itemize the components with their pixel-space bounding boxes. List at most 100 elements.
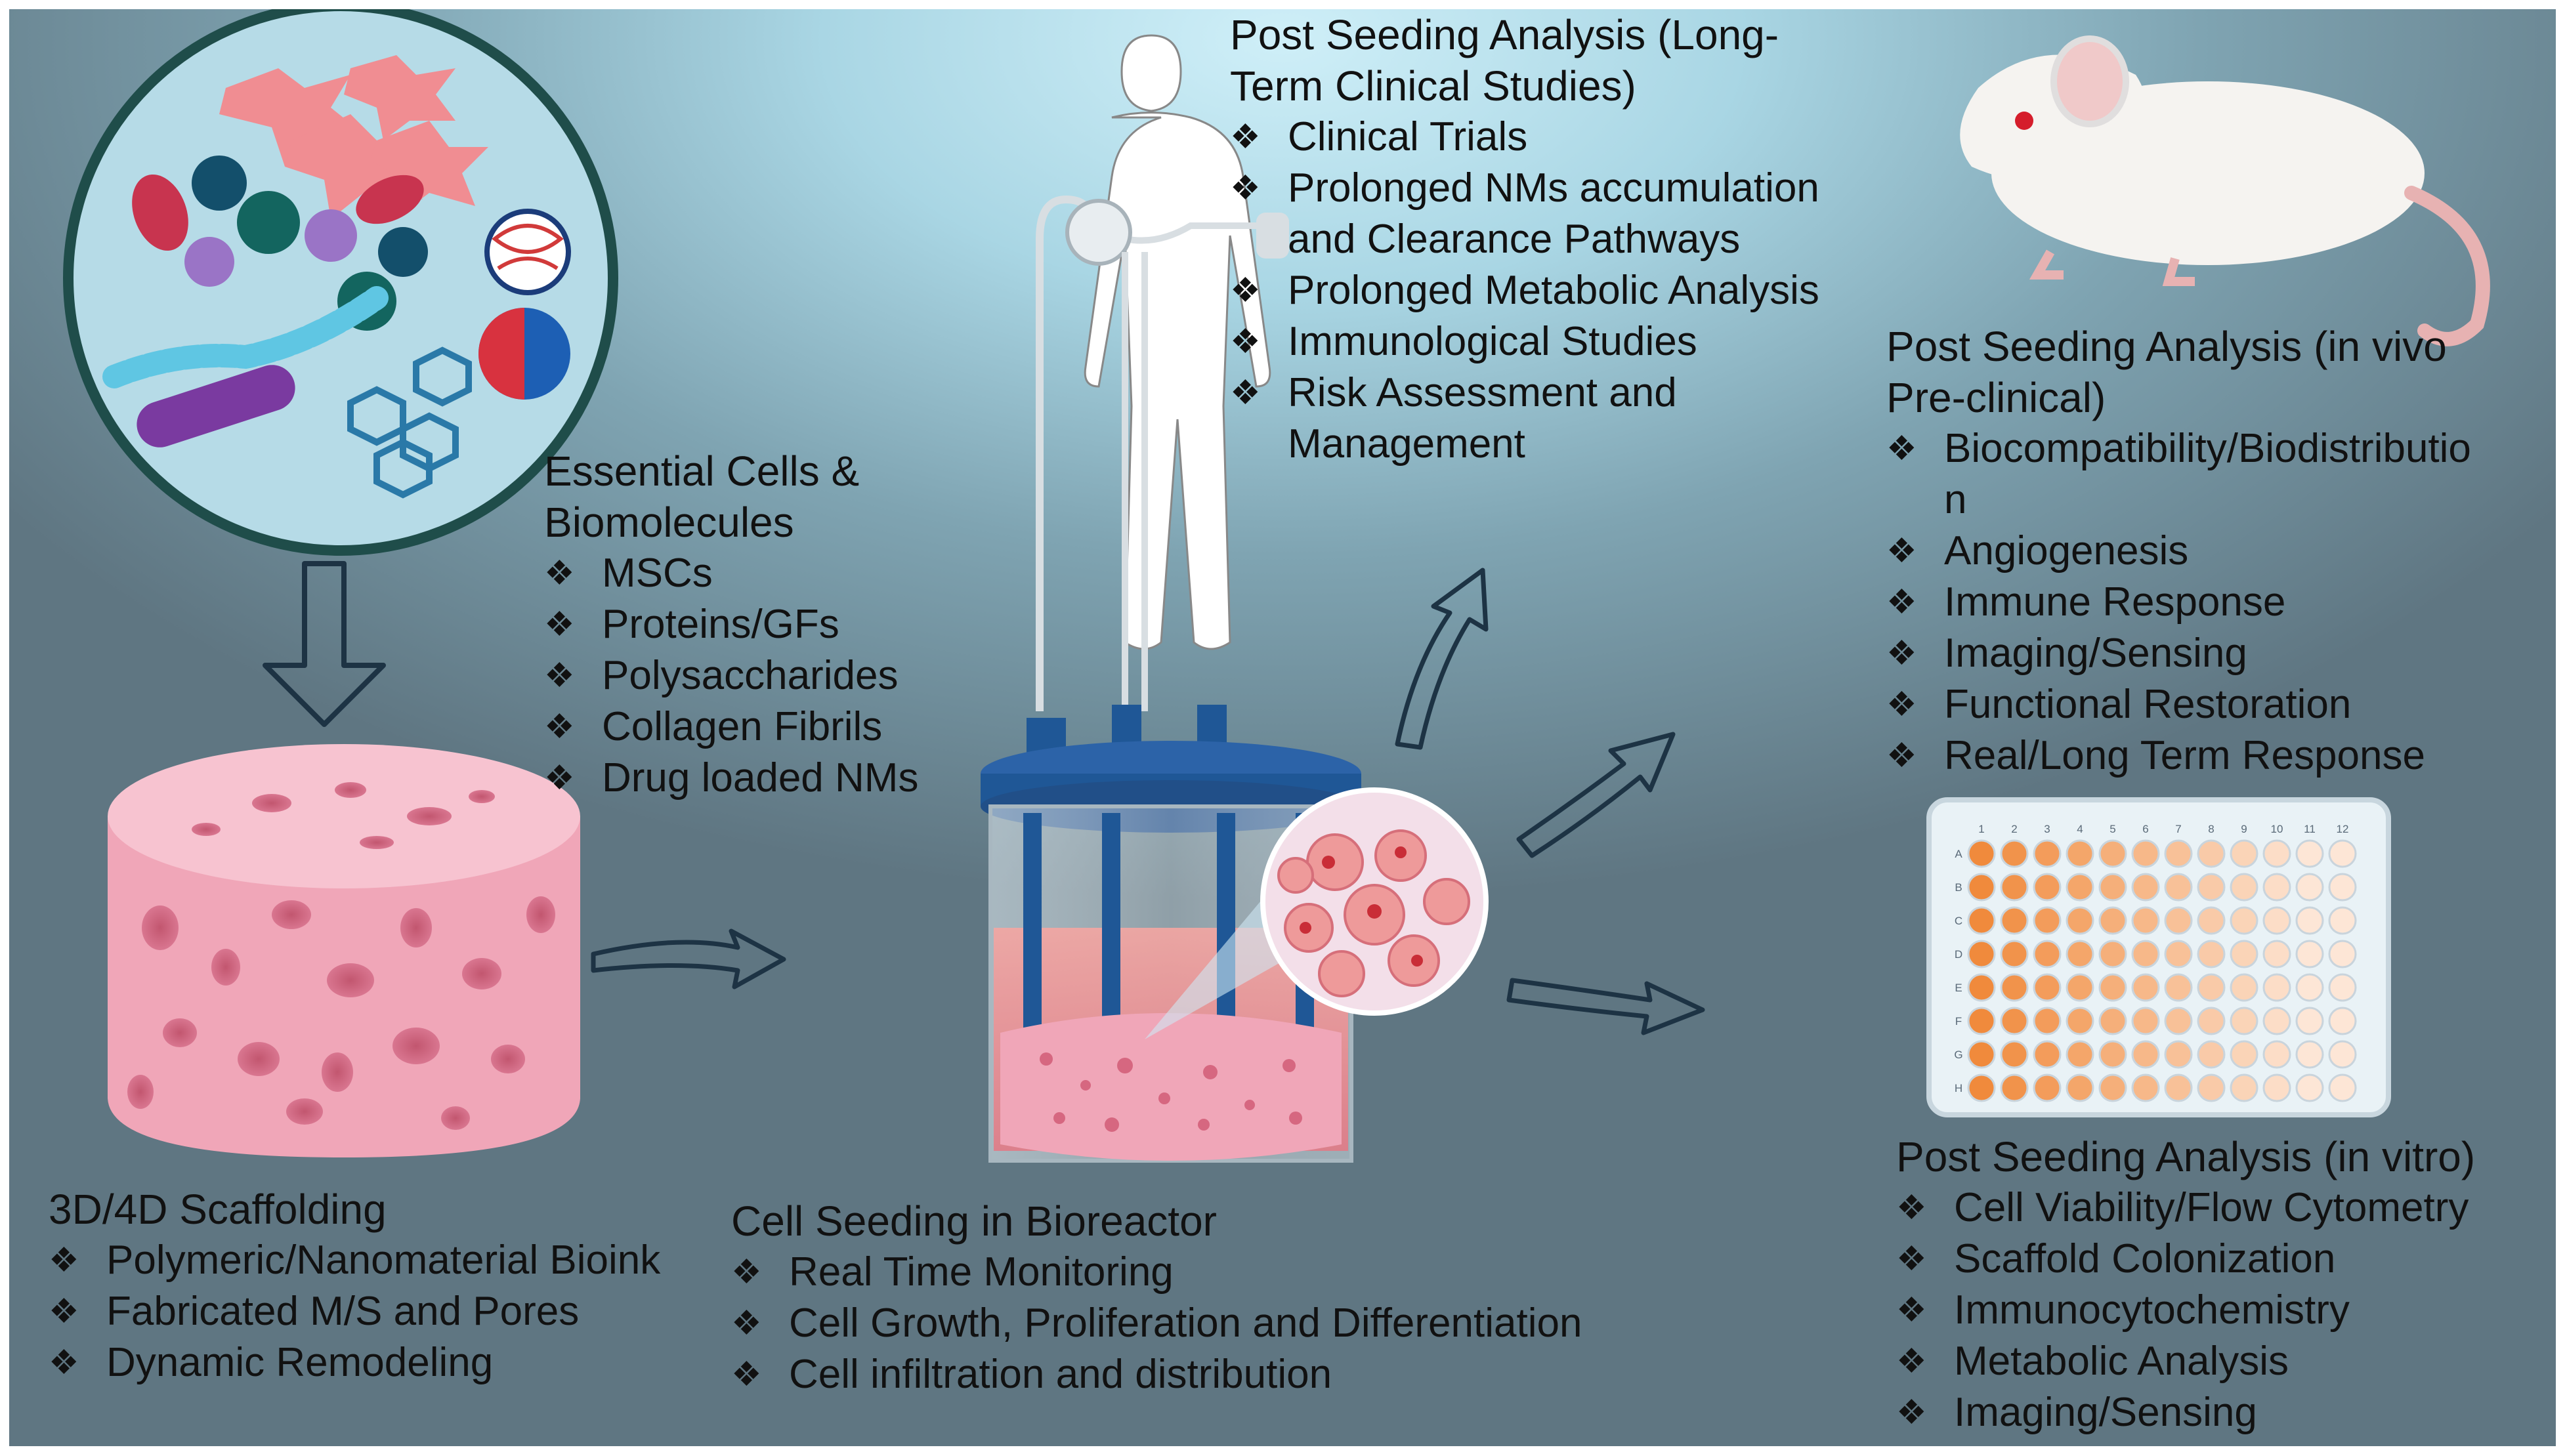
list-item: ❖Cell Growth, Proliferation and Differen… bbox=[731, 1298, 1582, 1349]
well bbox=[2230, 1073, 2258, 1102]
row-label: H bbox=[1955, 1082, 1962, 1094]
well bbox=[2197, 973, 2226, 1002]
biomolecules-circle bbox=[63, 9, 618, 556]
well bbox=[2000, 940, 2029, 968]
bullet-icon: ❖ bbox=[49, 1293, 79, 1331]
well bbox=[2328, 906, 2357, 935]
list-item: ❖MSCs bbox=[544, 548, 918, 599]
list-item: ❖Functional Restoration bbox=[1886, 679, 2471, 730]
well bbox=[2098, 906, 2127, 935]
bullet-icon: ❖ bbox=[1896, 1189, 1927, 1227]
bullet-icon: ❖ bbox=[1230, 169, 1261, 207]
well bbox=[2197, 906, 2226, 935]
invitro-title: Post Seeding Analysis (in vitro) bbox=[1896, 1133, 2476, 1180]
well bbox=[2230, 839, 2258, 868]
well bbox=[2295, 1073, 2324, 1102]
well bbox=[2262, 873, 2291, 902]
arrow-to-invitro bbox=[1506, 978, 1705, 1035]
well bbox=[2131, 906, 2160, 935]
bullet-icon: ❖ bbox=[731, 1253, 762, 1291]
arrow-to-invivo bbox=[1516, 732, 1676, 858]
well bbox=[2131, 1073, 2160, 1102]
well bbox=[2295, 973, 2324, 1002]
row-label: C bbox=[1955, 915, 1962, 927]
column-label: 9 bbox=[2241, 823, 2247, 835]
well bbox=[2262, 839, 2291, 868]
well bbox=[2197, 1007, 2226, 1035]
well bbox=[2033, 1073, 2062, 1102]
well bbox=[2230, 906, 2258, 935]
well bbox=[2033, 873, 2062, 902]
list-item: ❖Metabolic Analysis bbox=[1896, 1336, 2475, 1387]
column-label: 7 bbox=[2175, 823, 2181, 835]
well bbox=[2295, 839, 2324, 868]
well bbox=[2066, 940, 2094, 968]
well bbox=[2066, 973, 2094, 1002]
bullet-icon: ❖ bbox=[1886, 583, 1917, 621]
bullet-icon: ❖ bbox=[1230, 272, 1261, 310]
list-item: ❖Imaging/Sensing bbox=[1896, 1387, 2475, 1438]
well bbox=[2033, 940, 2062, 968]
well bbox=[2295, 906, 2324, 935]
well bbox=[2033, 839, 2062, 868]
well bbox=[2230, 1007, 2258, 1035]
list-item: ❖Cell infiltration and distribution bbox=[731, 1349, 1582, 1400]
list-item: ❖Real/Long Term Response bbox=[1886, 730, 2471, 781]
column-label: 12 bbox=[2337, 823, 2349, 835]
well bbox=[2098, 873, 2127, 902]
well bbox=[2000, 906, 2029, 935]
column-label: 10 bbox=[2271, 823, 2283, 835]
column-label: 4 bbox=[2077, 823, 2083, 835]
list-item: ❖Immunocytochemistry bbox=[1896, 1285, 2475, 1336]
well bbox=[2164, 906, 2193, 935]
list-item: ❖Immune Response bbox=[1886, 577, 2471, 628]
well bbox=[2262, 906, 2291, 935]
arrow-to-clinical bbox=[1395, 568, 1489, 750]
nanoparticle-icon bbox=[478, 209, 571, 400]
essential-title: Essential Cells &Biomolecules bbox=[544, 447, 860, 546]
bioreactor-panel: Cell Seeding in Bioreactor ❖Real Time Mo… bbox=[731, 1196, 1582, 1400]
well bbox=[2262, 973, 2291, 1002]
well bbox=[2131, 1007, 2160, 1035]
well bbox=[2164, 940, 2193, 968]
well bbox=[2131, 973, 2160, 1002]
well bbox=[2295, 873, 2324, 902]
list-item: ❖Fabricated M/S and Pores bbox=[49, 1286, 660, 1337]
row-label: G bbox=[1954, 1049, 1962, 1061]
well bbox=[2328, 839, 2357, 868]
well bbox=[2131, 940, 2160, 968]
bullet-icon: ❖ bbox=[1230, 374, 1261, 412]
well bbox=[2066, 873, 2094, 902]
well bbox=[2033, 1040, 2062, 1069]
well bbox=[2295, 940, 2324, 968]
well bbox=[2197, 839, 2226, 868]
well bbox=[2098, 1040, 2127, 1069]
bioreactor-list: ❖Real Time Monitoring ❖Cell Growth, Prol… bbox=[731, 1247, 1582, 1400]
well bbox=[1967, 873, 1996, 902]
bullet-icon: ❖ bbox=[544, 657, 575, 695]
column-label: 6 bbox=[2142, 823, 2148, 835]
bullet-icon: ❖ bbox=[1886, 430, 1917, 468]
well bbox=[2197, 940, 2226, 968]
fiber-chain-icon bbox=[102, 286, 389, 447]
row-label: E bbox=[1955, 982, 1962, 994]
well bbox=[2131, 839, 2160, 868]
well bbox=[1967, 1073, 1996, 1102]
bullet-icon: ❖ bbox=[1230, 118, 1261, 156]
list-item: ❖Prolonged Metabolic Analysis bbox=[1230, 265, 1819, 316]
right-arrow-to-bioreactor bbox=[591, 928, 786, 989]
clinical-panel: Post Seeding Analysis (Long-Term Clinica… bbox=[1230, 9, 1819, 470]
list-item: ❖Immunological Studies bbox=[1230, 316, 1819, 367]
well bbox=[2295, 1040, 2324, 1069]
well bbox=[2066, 839, 2094, 868]
well bbox=[2328, 1040, 2357, 1069]
well bbox=[2098, 1007, 2127, 1035]
